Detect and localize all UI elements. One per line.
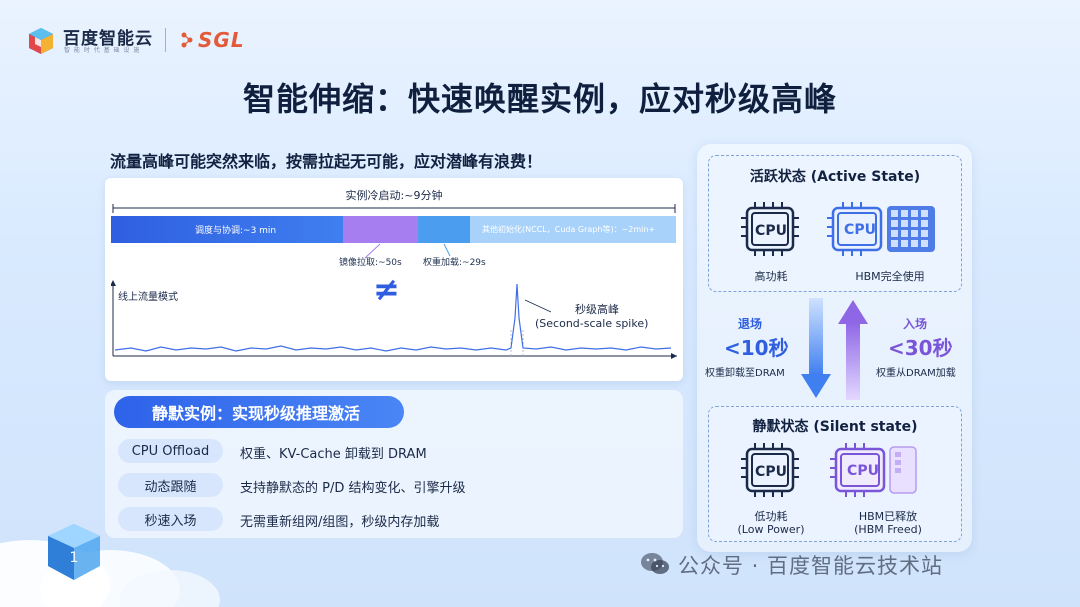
- hbm-freed-icon: [830, 443, 917, 497]
- timeline-card: 实例冷启动:~9分钟 调度与协调:~3 min 其他初始化(NCCL，Cuda …: [105, 178, 683, 381]
- cube-logo-icon: [29, 28, 53, 54]
- exit-label: 退场: [738, 317, 763, 331]
- active-chip1-label: 高功耗: [754, 270, 788, 283]
- svg-text:1: 1: [70, 550, 79, 566]
- down-arrow-icon: [801, 298, 831, 398]
- active-state-title: 活跃状态 (Active State): [749, 169, 921, 185]
- feature-tag-dynamic-follow: 动态跟随: [118, 473, 223, 497]
- entry-desc: 权重从DRAM加载: [876, 368, 956, 379]
- section-subtitle: 流量高峰可能突然来临，按需拉起无可能，应对潜峰有浪费！: [110, 152, 543, 171]
- segment-other-init: 其他初始化(NCCL，Cuda Graph等)：~2min+: [470, 216, 676, 243]
- silent-chip1-label-en: (Low Power): [737, 523, 805, 536]
- feature-desc-dynamic-follow: 支持静默态的 P/D 结构变化、引擎升级: [240, 481, 466, 496]
- feature-desc-fast-entry: 无需重新组网/组图，秒级内存加载: [240, 515, 440, 530]
- traffic-chart: [111, 280, 677, 359]
- segment-other-label: 其他初始化(NCCL，Cuda Graph等)：~2min+: [482, 225, 656, 234]
- wechat-icon: [641, 553, 669, 574]
- up-arrow-icon: [838, 300, 868, 400]
- active-chip2-label: HBM完全使用: [855, 270, 925, 283]
- segment-schedule-label: 调度与协调:~3 min: [195, 226, 277, 236]
- cube-decoration-icon: 1: [48, 524, 100, 580]
- brand-name: 百度智能云: [63, 29, 153, 49]
- page-title: 智能伸缩：快速唤醒实例，应对秒级高峰: [242, 80, 837, 118]
- chip-text: CPU: [755, 464, 787, 480]
- segment-image-pull: [343, 216, 418, 243]
- cloud-decoration: [0, 540, 220, 607]
- brand-divider: [165, 28, 166, 52]
- image-pull-label: 镜像拉取:~50s: [339, 258, 402, 268]
- silent-instance-title: 静默实例：实现秒级推理激活: [114, 396, 404, 428]
- transition-arrows: [801, 298, 868, 400]
- hbm-grid-icon: [827, 202, 935, 256]
- traffic-pattern-label: 线上流量模式: [118, 292, 178, 303]
- not-equal-icon: ≠: [373, 270, 400, 308]
- silent-chip2-label: HBM已释放: [858, 510, 918, 523]
- sgl-logo-text: SGL: [198, 28, 245, 52]
- cold-start-label: 实例冷启动:~9分钟: [345, 189, 443, 202]
- feature-tag-fast-entry: 秒速入场: [118, 507, 223, 531]
- entry-time: <30秒: [888, 336, 953, 360]
- duration-bracket: [112, 204, 676, 213]
- sgl-logo: SGL: [180, 28, 245, 52]
- sgl-logo-icon: [181, 32, 193, 48]
- weight-load-label: 权重加载:~29s: [423, 258, 486, 268]
- segment-pointers: [364, 243, 451, 259]
- feature-desc-cpu-offload: 权重、KV-Cache 卸载到 DRAM: [240, 447, 427, 462]
- spike-label: 秒级高峰: [575, 303, 619, 316]
- brand-subtitle: 智 能 时 代 基 础 设 施: [64, 47, 141, 54]
- segment-weight-load: [418, 216, 470, 243]
- chip-text: CPU: [847, 463, 879, 479]
- silent-chip2-label-en: (HBM Freed): [854, 523, 922, 536]
- cpu-chip-icon: [741, 443, 799, 497]
- spike-label-en: (Second-scale spike): [535, 317, 649, 330]
- traffic-line: [114, 283, 672, 352]
- silent-chip1-label: 低功耗: [754, 510, 788, 523]
- silent-state-title: 静默状态 (Silent state): [752, 419, 918, 435]
- chip-text: CPU: [755, 223, 787, 239]
- chip-text: CPU: [844, 222, 876, 238]
- feature-tag-cpu-offload: CPU Offload: [118, 439, 223, 463]
- exit-time: <10秒: [724, 336, 789, 360]
- cpu-chip-icon: [741, 202, 799, 256]
- watermark-text: 公众号 · 百度智能云技术站: [678, 554, 944, 578]
- segment-schedule: 调度与协调:~3 min: [111, 216, 343, 243]
- exit-desc: 权重卸载至DRAM: [705, 368, 785, 379]
- entry-label: 入场: [903, 317, 928, 331]
